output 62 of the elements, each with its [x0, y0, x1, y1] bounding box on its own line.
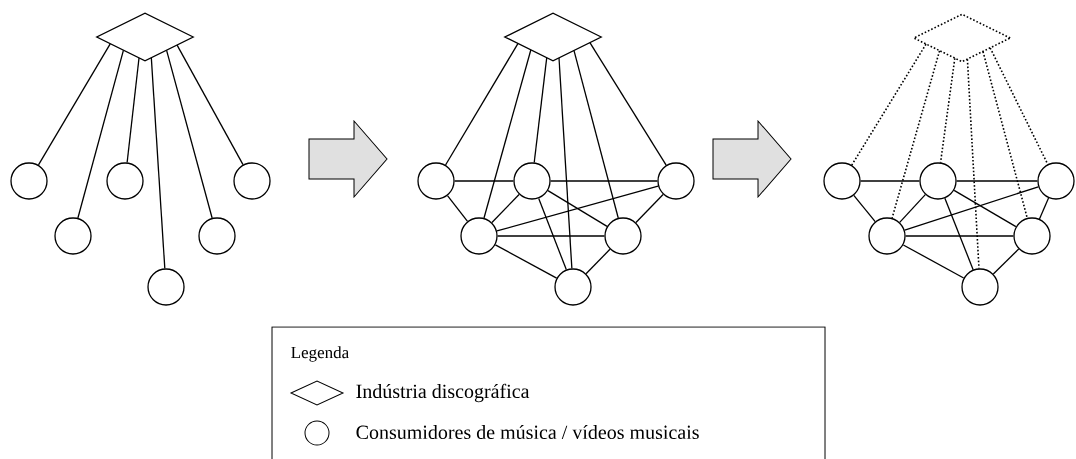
connector-line	[956, 180, 1038, 182]
connector-line	[1038, 197, 1050, 220]
circle-node	[823, 162, 861, 200]
connector-line	[497, 235, 605, 237]
circle-node	[554, 268, 592, 306]
connector-line	[853, 194, 876, 223]
circle-node	[513, 162, 551, 200]
circle-node	[198, 217, 236, 255]
connector-line	[573, 49, 619, 219]
connector-line	[850, 43, 927, 166]
connector-line	[939, 57, 956, 164]
connector-line	[558, 57, 573, 270]
circle-node	[919, 162, 957, 200]
connector-line	[491, 193, 520, 224]
connector-line	[953, 189, 1017, 228]
connector-line	[635, 193, 664, 224]
legend-text: Indústria discográfica	[356, 383, 530, 403]
circle-node	[604, 217, 642, 255]
connector-line	[982, 50, 1028, 219]
connector-line	[992, 248, 1020, 275]
legend-title: Legenda	[291, 346, 349, 362]
circle-node	[1037, 162, 1075, 200]
connector-line	[496, 185, 659, 232]
connector-line	[944, 197, 974, 271]
connector-line	[905, 235, 1014, 237]
connector-line	[37, 43, 111, 166]
circle-node	[54, 217, 92, 255]
connector-line	[589, 42, 667, 166]
connector-line	[585, 248, 611, 275]
connector-line	[150, 57, 166, 270]
connector-line	[533, 57, 548, 164]
circle-node	[868, 217, 906, 255]
circle-node	[657, 162, 695, 200]
circle-node	[961, 268, 999, 306]
circle-node	[1013, 217, 1051, 255]
connector-line	[454, 180, 514, 182]
circle-node	[147, 268, 185, 306]
connector-line	[538, 197, 567, 271]
block-arrow	[308, 120, 388, 198]
connector-line	[176, 44, 244, 166]
block-arrow	[712, 120, 792, 198]
circle-node	[417, 162, 455, 200]
connector-line	[899, 194, 926, 223]
connector-line	[446, 195, 469, 222]
connector-line	[860, 180, 920, 182]
circle-node	[10, 162, 48, 200]
connector-line	[989, 47, 1049, 166]
connector-line	[444, 42, 519, 166]
connector-line	[126, 57, 140, 164]
circle-node	[460, 217, 498, 255]
connector-line	[891, 50, 941, 219]
connector-line	[904, 186, 1039, 231]
connector-line	[550, 180, 658, 182]
connector-line	[77, 49, 125, 219]
legend-text: Consumidores de música / vídeos musicais	[356, 424, 699, 440]
connector-line	[547, 190, 608, 227]
connector-line	[483, 49, 532, 219]
circle-node	[106, 162, 144, 200]
connector-line	[902, 244, 965, 279]
circle-node	[233, 162, 271, 200]
connector-line	[165, 49, 213, 219]
connector-line	[494, 244, 558, 279]
